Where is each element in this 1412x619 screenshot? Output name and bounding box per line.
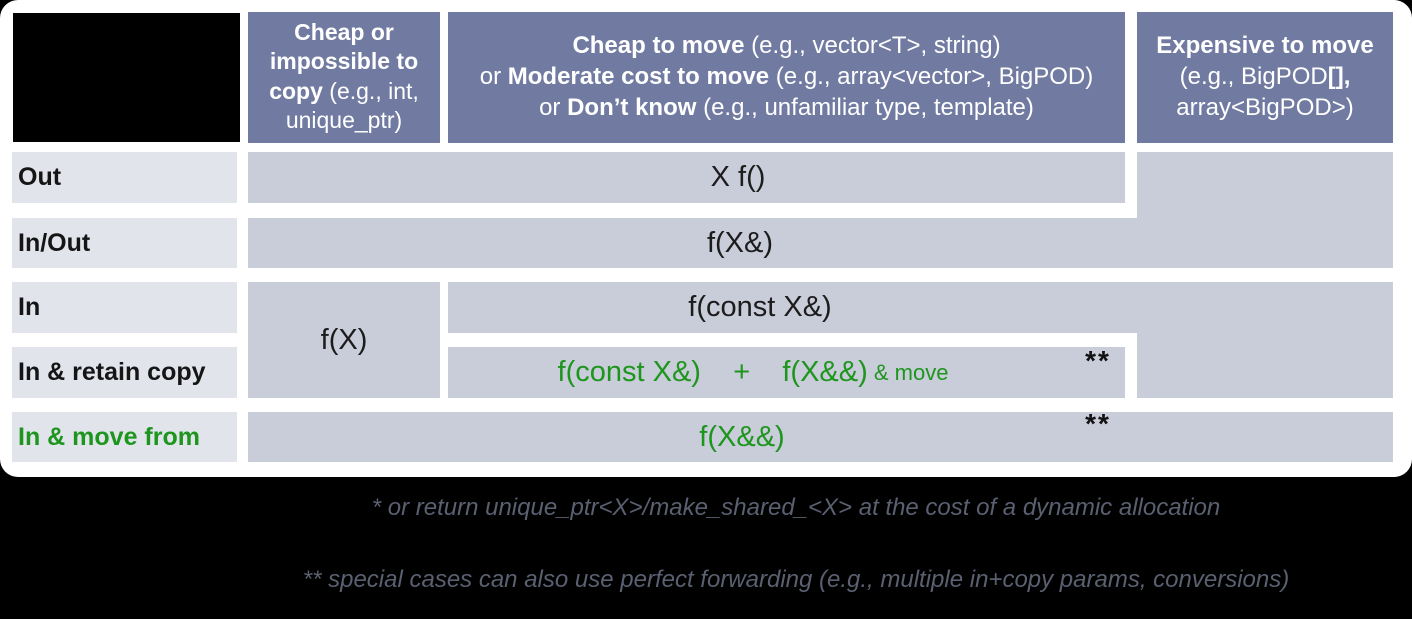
cell-bg-inout [248,218,1393,268]
row-label-in-out: In/Out [12,218,237,268]
header-segment: (e.g., unfamiliar type, template) [696,93,1034,121]
column-header-cheap-copy-rest: (e.g., int, unique_ptr) [285,77,419,134]
header-segment: (e.g., array<vector>, BigPOD) [769,63,1094,91]
header-line: Expensive to move [1156,31,1373,62]
header-segment: or [479,63,508,91]
column-header-cheap-copy: Cheap or impossible to copy (e.g., int, … [248,12,440,143]
cell-bg-move-from [248,412,1393,462]
cell-bg-retain-copy [448,347,1125,398]
row-label-in: In [12,282,237,333]
header-bold-segment: Moderate cost to move [507,63,770,91]
header-bold-segment: Cheap to move [572,32,745,60]
cell-bg-out [248,152,1125,203]
row-label-in-move-from: In & move from [12,412,237,462]
header-segment: (e.g., vector<T>, string) [744,32,1001,60]
move-footnote-marker: ** [1085,408,1111,439]
column-header-expensive-move: Expensive to move (e.g., BigPOD[], array… [1137,12,1393,143]
header-bold-segment: [], [1327,63,1351,91]
footnote-dynamic-allocation: * or return unique_ptr<X>/make_shared_<X… [371,494,1221,521]
header-segment: (e.g., BigPOD [1179,63,1328,91]
cell-bg-in-byvalue [248,282,440,398]
row-label-in-retain-copy: In & retain copy [12,347,237,398]
header-bold-segment: Expensive to move [1156,32,1374,60]
cell-bg-expensive-in-retain [1137,282,1393,398]
column-header-cheap-copy-bold: Cheap or impossible to copy [269,19,419,104]
header-bold-segment: Don’t know [567,93,697,121]
header-line: or Don’t know (e.g., unfamiliar type, te… [539,93,1034,124]
header-segment: array<BigPOD>) [1176,93,1354,121]
retain-footnote-marker: ** [1085,345,1111,376]
corner-placeholder-box [13,13,240,142]
footnote-perfect-forwarding: ** special cases can also use perfect fo… [302,566,1290,593]
header-segment: or [539,93,568,121]
header-line: array<BigPOD>) [1176,93,1353,124]
row-label-out: Out [12,152,237,203]
header-line: (e.g., BigPOD[], [1180,62,1351,93]
column-header-cheap-move: Cheap to move (e.g., vector<T>, string) … [448,12,1125,143]
header-line: Cheap to move (e.g., vector<T>, string) [572,31,1000,62]
header-line: or Moderate cost to move (e.g., array<ve… [480,62,1094,93]
